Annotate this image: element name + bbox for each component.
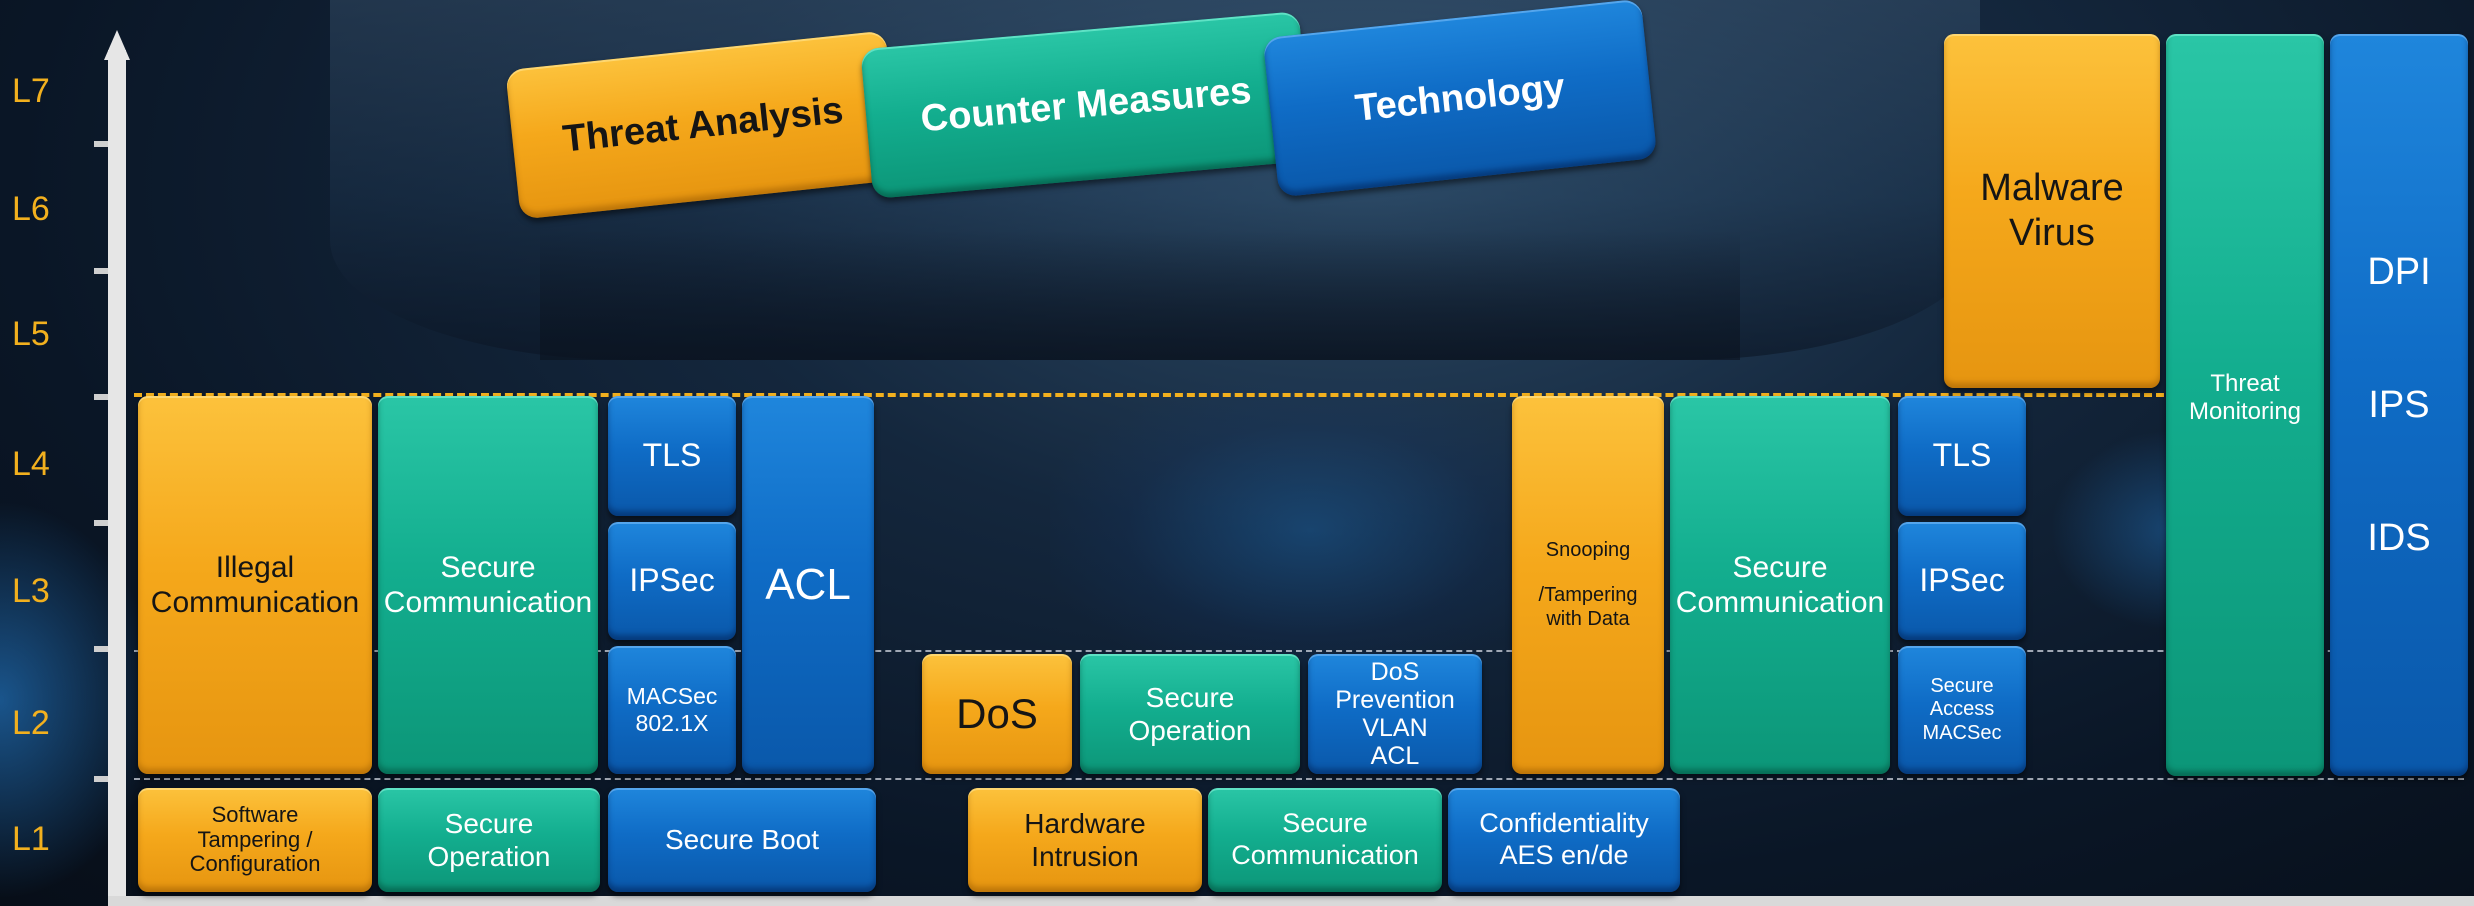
box-text-line: IPSec	[629, 562, 715, 599]
layer-label-l1: L1	[12, 820, 50, 858]
hardware-intrusion-box: Hardware Intrusion	[968, 788, 1202, 892]
secure-operation-box-l1: Secure Operation	[378, 788, 600, 892]
layer-label-l3: L3	[12, 572, 50, 610]
snooping-tampering-box: Snooping /Tampering with Data	[1512, 396, 1664, 774]
box-text-line: with Data	[1546, 607, 1630, 630]
box-text-line: DoS	[1370, 658, 1420, 686]
box-text-line: Tampering /	[197, 826, 313, 852]
layer-axis	[108, 50, 126, 906]
header-counter-label: Counter Measures	[918, 69, 1253, 140]
dos-prevention-box: DoS Prevention VLAN ACL	[1308, 654, 1482, 774]
header-technology: Technology	[1262, 0, 1658, 198]
box-text-line: Monitoring	[2188, 398, 2302, 426]
box-text-line: DoS	[956, 690, 1038, 738]
box-text-line: VLAN	[1362, 714, 1428, 742]
box-text-line: Secure	[1732, 550, 1828, 584]
tls-box: TLS	[608, 396, 736, 516]
box-text-line: Intrusion	[1031, 841, 1139, 872]
layer-label-l7: L7	[12, 72, 50, 110]
box-text-line: Illegal	[215, 550, 295, 584]
malware-virus-box: Malware Virus	[1944, 34, 2160, 388]
axis-tick	[94, 520, 108, 526]
axis-tick	[94, 646, 108, 652]
header-threat-label: Threat Analysis	[560, 88, 846, 161]
box-text-line: Communication	[1675, 586, 1885, 619]
box-text-line: Secure	[1930, 674, 1994, 697]
box-text-line: TLS	[1932, 437, 1992, 474]
box-text-line: Confidentiality	[1479, 808, 1649, 839]
box-text-line: MACSec	[1922, 721, 2002, 744]
box-text-line: /Tampering	[1538, 584, 1638, 607]
header-counter-measures: Counter Measures	[860, 11, 1312, 199]
layer-label-l4: L4	[12, 445, 50, 483]
axis-arrow-icon	[104, 30, 130, 60]
box-text-line: Access	[1929, 698, 1995, 721]
box-text-line: IDS	[2367, 516, 2431, 559]
secure-operation-box: Secure Operation	[1080, 654, 1300, 774]
box-text-line: Operation	[1128, 715, 1252, 746]
secure-communication-box-right: Secure Communication	[1670, 396, 1890, 774]
box-text-line: Hardware	[1024, 807, 1146, 839]
hud-background	[540, 230, 1740, 360]
header-threat-analysis: Threat Analysis	[505, 30, 901, 220]
box-text-line: Secure	[1282, 808, 1368, 839]
box-text-line: Communication	[1231, 840, 1419, 870]
layer-label-l5: L5	[12, 315, 50, 353]
box-text-line: AES en/de	[1499, 840, 1629, 870]
box-text-line: Software	[211, 802, 299, 828]
acl-box: ACL	[742, 396, 874, 774]
layer-label-l2: L2	[12, 704, 50, 742]
box-text-line: ACL	[1370, 742, 1420, 770]
header-technology-label: Technology	[1353, 65, 1567, 130]
box-text-line: Snooping	[1545, 538, 1631, 561]
confidentiality-box: Confidentiality AES en/de	[1448, 788, 1680, 892]
box-text-line: Secure	[444, 807, 534, 839]
box-text-line: Communication	[383, 586, 593, 619]
box-text-line: DPI	[2367, 251, 2431, 293]
threat-monitoring-box: Threat Monitoring	[2166, 34, 2324, 776]
software-tampering-box: Software Tampering / Configuration	[138, 788, 372, 892]
dos-box: DoS	[922, 654, 1072, 774]
box-text-line: Virus	[2009, 212, 2095, 254]
secure-communication-box: Secure Communication	[378, 396, 598, 774]
box-text-line: Operation	[427, 841, 551, 872]
box-text-line: Secure Boot	[664, 824, 820, 856]
box-text-line: IPS	[2368, 383, 2430, 426]
tls-box-right: TLS	[1898, 396, 2026, 516]
box-text-line: IPSec	[1919, 562, 2005, 599]
box-text-line: Secure	[1145, 681, 1235, 713]
dpi-ips-ids-box: DPI IPS IDS	[2330, 34, 2468, 776]
box-text-line: Prevention	[1335, 686, 1455, 714]
axis-tick	[94, 394, 108, 400]
box-text-line: Configuration	[189, 851, 321, 877]
axis-tick	[94, 776, 108, 782]
box-text-line: MACSec	[626, 682, 718, 709]
secure-boot-box: Secure Boot	[608, 788, 876, 892]
secure-access-macsec-box: Secure Access MACSec	[1898, 646, 2026, 774]
dashboard-glow	[1050, 380, 1570, 680]
axis-tick	[94, 268, 108, 274]
secure-communication-box-l1: Secure Communication	[1208, 788, 1442, 892]
box-text-line: TLS	[642, 437, 702, 474]
layer-label-l6: L6	[12, 190, 50, 228]
box-text-line: 802.1X	[635, 710, 709, 736]
box-text-line: ACL	[765, 560, 851, 610]
ipsec-box-right: IPSec	[1898, 522, 2026, 640]
l4-boundary-line	[134, 393, 2164, 397]
l1-boundary-line	[134, 778, 2464, 780]
base-bar	[108, 896, 2474, 906]
l2-boundary-line	[134, 650, 2464, 652]
ipsec-box: IPSec	[608, 522, 736, 640]
box-text-line: Threat	[2210, 370, 2280, 397]
axis-tick	[94, 141, 108, 147]
illegal-communication-box: Illegal Communication	[138, 396, 372, 774]
macsec-box: MACSec 802.1X	[608, 646, 736, 774]
box-text-line: Malware	[1980, 167, 2124, 210]
box-text-line: Communication	[150, 586, 360, 619]
box-text-line: Secure	[440, 550, 536, 584]
